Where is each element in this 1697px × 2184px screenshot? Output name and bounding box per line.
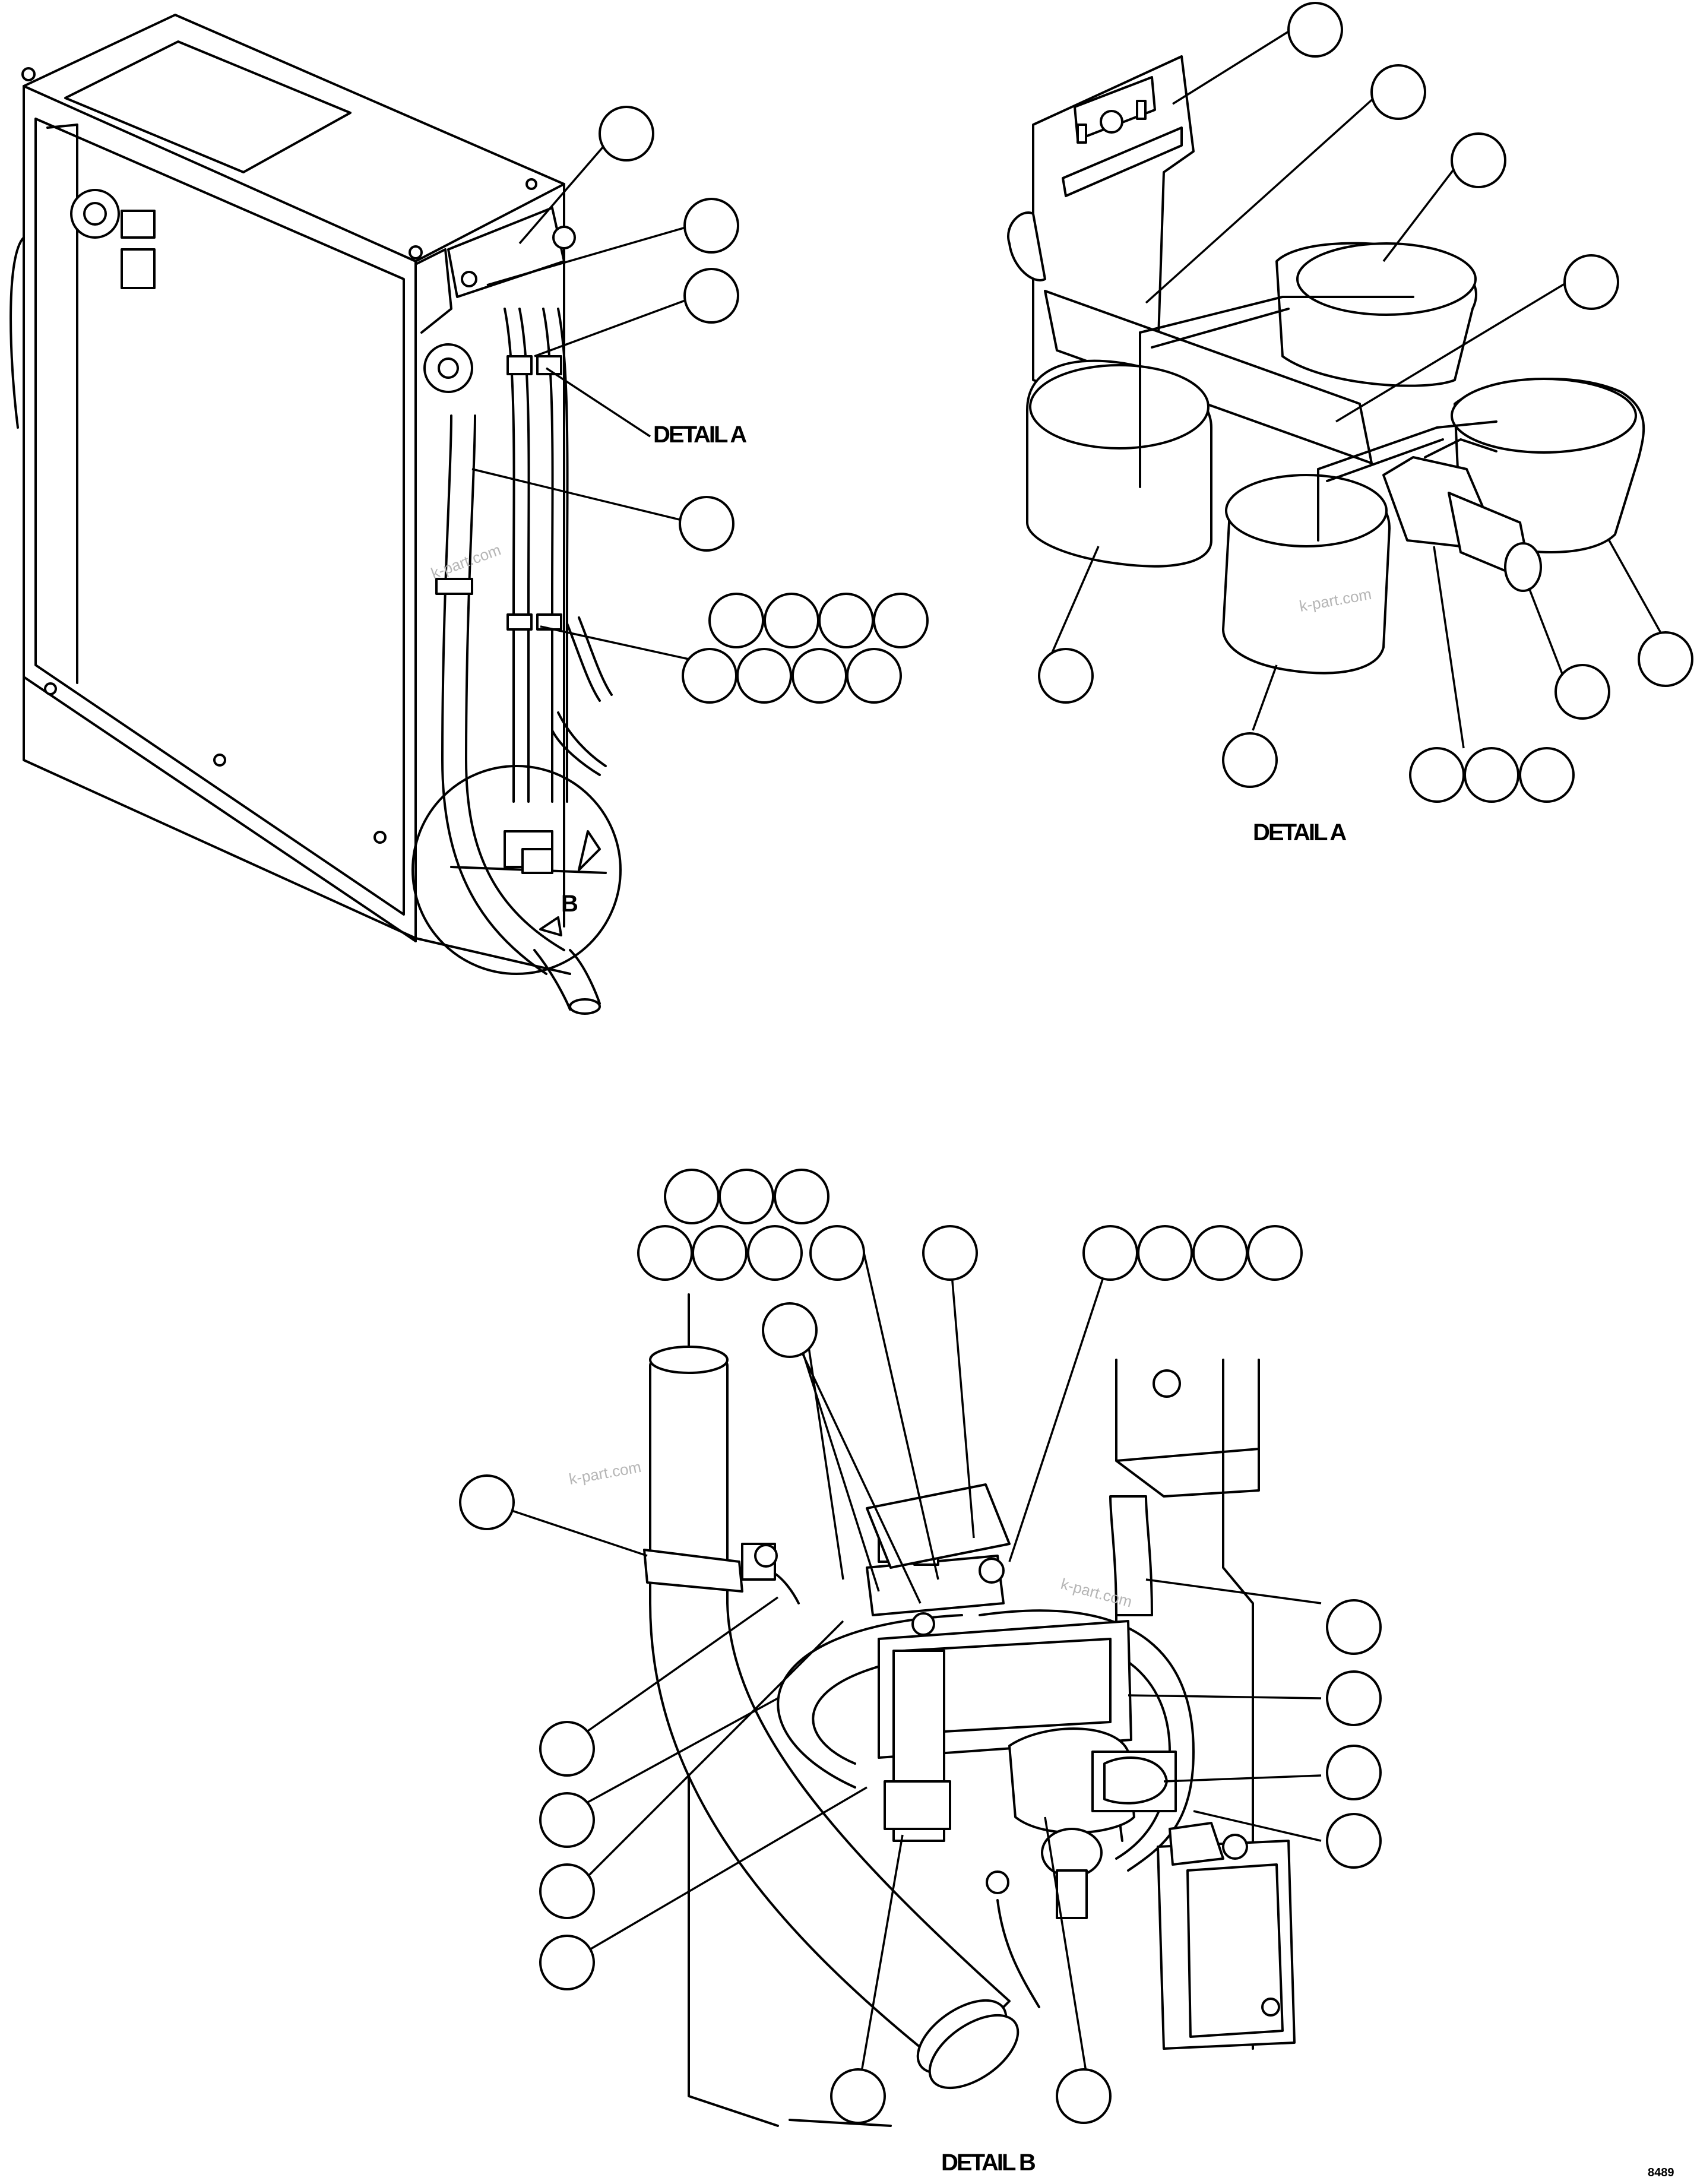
detail-a-main-label: DETAIL A [653, 422, 746, 448]
callout-bubble [682, 648, 737, 704]
callout-bubble [1326, 1599, 1382, 1655]
callout-bubble [1370, 64, 1426, 120]
callout-bubble [1409, 747, 1465, 803]
callout-bubble [1519, 747, 1575, 803]
callout-bubble [1222, 732, 1278, 788]
callout-bubble [708, 593, 764, 648]
callout-bubble [637, 1225, 693, 1281]
callout-bubble [1247, 1225, 1303, 1281]
callout-bubble [1326, 1745, 1382, 1800]
callout-bubble [1038, 648, 1094, 704]
callout-bubble [762, 1302, 818, 1358]
callout-bubble [1326, 1813, 1382, 1869]
detail-b-marker: B [561, 891, 578, 917]
callout-bubble [846, 648, 902, 704]
callout-bubble [1056, 2068, 1112, 2124]
detail-b-circle [411, 765, 622, 975]
callout-bubble [664, 1169, 720, 1224]
detail-a-view: k-part.com DETAIL A [1007, 2, 1693, 846]
view-arrow-icon [578, 830, 601, 871]
callout-bubble [873, 593, 929, 648]
callout-bubble [764, 593, 819, 648]
callout-bubble [539, 1935, 595, 1990]
callout-bubble [1563, 254, 1619, 310]
callout-bubble [1638, 631, 1693, 687]
callout-bubble [683, 198, 739, 254]
figure-number: 8489 [1648, 2166, 1674, 2179]
detail-a-view-label: DETAIL A [1253, 819, 1346, 846]
callout-bubble [1287, 2, 1343, 58]
callout-bubble [599, 106, 654, 162]
callout-bubble [679, 496, 734, 552]
callout-bubble [736, 648, 792, 704]
watermark-main: k-part.com [429, 540, 504, 582]
callout-bubble [830, 2068, 886, 2124]
callout-bubble [539, 1863, 595, 1919]
watermark-detail-b-1: k-part.com [568, 1458, 642, 1488]
callout-bubble [809, 1225, 865, 1281]
callout-bubble [1082, 1225, 1138, 1281]
callout-bubble [1192, 1225, 1248, 1281]
main-view: B DETAIL A k-part.com [10, 14, 929, 1015]
callout-bubble [1326, 1670, 1382, 1726]
callout-bubble [692, 1225, 748, 1281]
callout-bubble [922, 1225, 978, 1281]
callout-bubble [1464, 747, 1519, 803]
callout-bubble [459, 1474, 515, 1530]
callout-bubble [1137, 1225, 1193, 1281]
detail-b-view: k-part.com k-part.com [459, 1169, 1382, 2176]
callout-bubble [1451, 132, 1506, 188]
callout-bubble [818, 593, 874, 648]
callout-bubble [1554, 664, 1610, 720]
callout-bubble [539, 1721, 595, 1777]
callout-bubble [791, 648, 847, 704]
callout-bubble [747, 1225, 803, 1281]
view-arrow-icon [539, 916, 562, 936]
callout-bubble [683, 268, 739, 324]
callout-bubble [539, 1792, 595, 1848]
callout-bubble [774, 1169, 829, 1224]
detail-b-view-label: DETAIL B [941, 2150, 1036, 2176]
callout-bubble [718, 1169, 774, 1224]
